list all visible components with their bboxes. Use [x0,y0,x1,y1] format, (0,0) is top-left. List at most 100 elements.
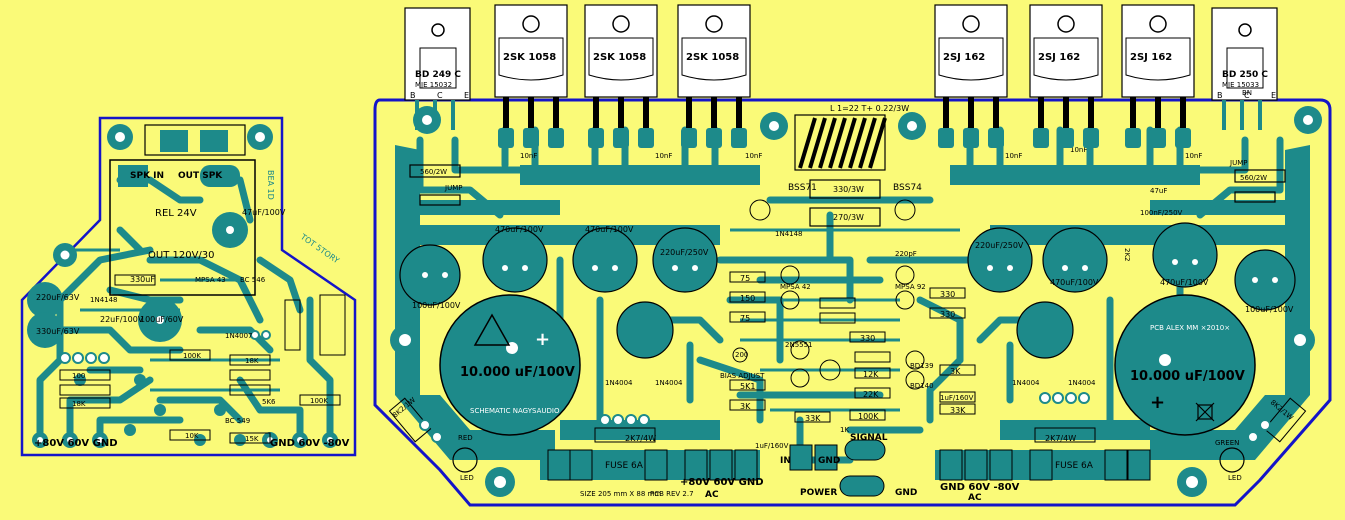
label-r2k7-left: 2K7/4W [625,434,656,443]
label-r3k: 3K [740,402,751,411]
transistor-label: 2SK 1058 [686,52,739,63]
transistor-pin-label: B [1217,91,1223,100]
label-r3k-2: 3K [950,367,961,376]
label-cap220-1: 220uF/250V [660,248,709,257]
label-green: GREEN [1215,439,1239,447]
transistor-3: 2SK 1058 [584,4,658,148]
label-in4004-1: 1N4004 [605,379,633,387]
white-pad-rows [419,392,1271,443]
label-r330-3w: 330/3W [833,185,864,194]
transistor-sublabel: MJE 15032 [415,81,452,89]
label-r330-2: 330 [940,310,955,319]
label-out-spk: OUT SPK [178,171,223,181]
label-r150: 150 [740,294,755,303]
small-board: SPK IN OUT SPK REL 24V OUT 120V/30 47uF/… [20,116,357,457]
transistor-pin-label: E [464,91,469,100]
label-cap-47uf: 47uF [1150,187,1167,195]
label-cap2: 330uF/63V [36,327,80,336]
label-cap3: 22uF/100V [100,315,144,324]
label-inductor: L 1=22 T+ 0.22/3W [830,104,909,113]
label-r330-1: 330 [940,290,955,299]
label-r2k7-right: 2K7/4W [1045,434,1076,443]
label-cap470-1: 470uF/100V [495,225,544,234]
label-10nf-5: 10nF [1070,146,1087,154]
transistor-label: 2SK 1058 [593,52,646,63]
transistor-pin-label: C [1244,91,1250,100]
label-c220p: 220pF [895,250,917,258]
label-spk-in: SPK IN [130,171,164,181]
label-mpsa42: MPSA 42 [780,283,811,291]
out-spk-pad [200,165,240,187]
label-mpsa92: MPSA 92 [895,283,926,291]
terminal-pad-2 [200,130,228,152]
label-minus80: GND 60V -80V [940,482,1020,493]
label-cap-1uf-2: 1uF/160V [940,394,974,402]
terminal-blocks [547,439,1151,497]
label-r5k1: 5K1 [740,382,755,391]
transistor-pin-label: C [437,91,443,100]
label-size: SIZE 205 mm X 88 mm [580,490,661,498]
label-r75-2: 75 [740,314,750,323]
inductor [794,114,887,171]
label-in4148: 1N4148 [90,296,118,304]
label-cap100-left: 100uF/100V [412,301,461,310]
label-r560-right: 560/2W [1240,174,1267,182]
label-r33k-2: 33K [950,406,966,415]
svg-text:+: + [1150,392,1165,413]
label-r100k: 100K [858,412,879,421]
transistor-7: 2SJ 162 [1121,4,1195,148]
label-red: RED [458,434,473,442]
label-10nf-2: 10nF [655,152,672,160]
cap-pad-holes [422,259,1278,283]
transistor-label: 2SJ 162 [943,52,985,63]
label-pcb: PCB ALEX MM ×2010× [1150,324,1230,332]
svg-text:+: + [535,329,550,350]
label-cap100-right: 100uF/100V [1245,305,1294,314]
label-10nf-1: 10nF [520,152,537,160]
label-led-right: LED [1228,474,1242,482]
label-r33k: 33K [805,414,821,423]
transistor-sublabel: MJE 15033 [1222,81,1259,89]
label-jump-left: JUMP [444,184,462,192]
small-board-mounting-holes [53,124,273,267]
label-r12k: 12K [863,370,879,379]
label-r330: 330uF [130,275,155,284]
transistor-label: 2SK 1058 [503,52,556,63]
label-out-rel: OUT 120V/30 [148,250,215,261]
power-resistors [409,164,1286,227]
label-in: IN [780,456,791,466]
label-1n4148: 1N4148 [775,230,803,238]
label-cap4: 100uF/60V [140,315,184,324]
transistor-pin-label: E [1271,91,1276,100]
label-r22k: 22K [863,390,879,399]
label-r560-left: 560/2W [420,168,447,176]
label-cap470-3: 470uF/100V [1050,278,1099,287]
main-board: + + [373,98,1332,507]
label-bss74: BSS74 [893,183,922,193]
label-r18k-2: 18K [72,400,86,408]
spk-in-pad [118,165,148,187]
label-cap-1uf: 1uF/160V [755,442,789,450]
label-bd139: BD139 [910,362,934,370]
label-10nf-3: 10nF [745,152,762,160]
label-relay: REL 24V [155,208,197,219]
label-power-gnd: GND [895,488,917,498]
transistor-label: 2SJ 162 [1130,52,1172,63]
label-bc: BC 546 [240,276,266,284]
label-in4004-4: 1N4004 [1068,379,1096,387]
label-cap-top: 47uF/100V [242,208,286,217]
label-bea: BEA 1D [266,170,275,200]
label-10nf-4: 10nF [1005,152,1022,160]
small-board-resistors [59,274,346,444]
transistor-label: BD 250 C [1222,70,1268,80]
small-resistors [388,271,1307,443]
label-r75-1: 75 [740,274,750,283]
label-r10k: 10K [185,432,199,440]
label-in-gnd: GND [818,456,840,466]
label-cap220-2: 220uF/250V [975,241,1024,250]
label-pot: 100K [310,397,328,405]
label-schematic: SCHEMATIC NAGYSAUDIO [470,407,560,415]
